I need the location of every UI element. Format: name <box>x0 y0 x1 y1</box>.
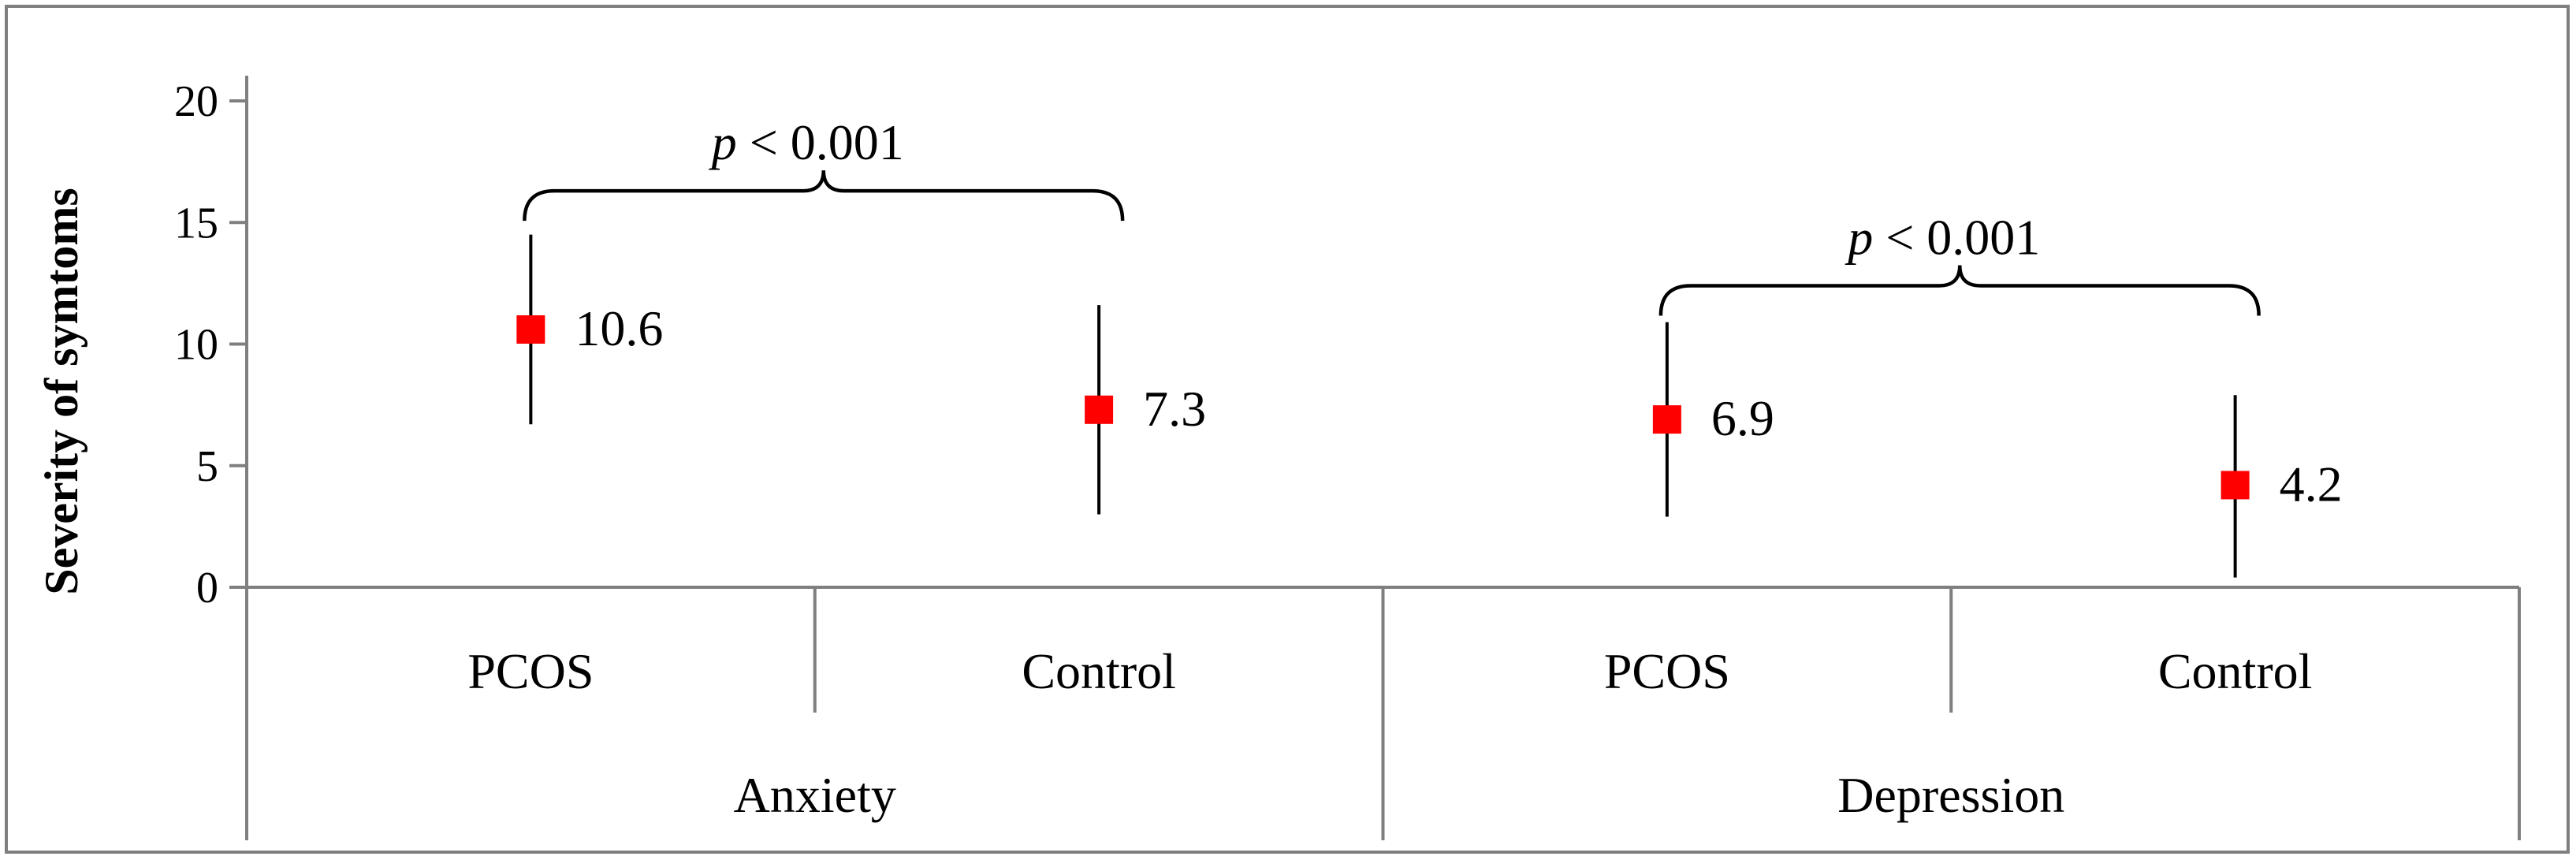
y-axis-title: Severity of symtoms <box>35 188 87 595</box>
y-tick-label: 15 <box>174 199 218 248</box>
y-tick-label: 10 <box>174 321 218 370</box>
error-bars <box>523 170 2261 578</box>
data-label: 4.2 <box>2280 456 2343 512</box>
x-category-label: Control <box>1022 643 1176 699</box>
p-symbol: p <box>709 114 737 170</box>
data-points <box>516 315 2250 500</box>
data-point <box>2220 471 2250 500</box>
data-point <box>1652 405 1681 434</box>
p-threshold: < 0.001 <box>1873 209 2040 265</box>
y-tick-label: 20 <box>174 77 218 126</box>
chart-frame <box>5 5 2570 854</box>
data-label: 6.9 <box>1711 390 1774 446</box>
y-tick-label: 0 <box>196 564 218 612</box>
x-category-label: PCOS <box>467 643 594 699</box>
data-label: 10.6 <box>575 300 663 356</box>
x-group-label: Depression <box>1837 767 2064 823</box>
p-symbol: p <box>1845 209 1873 265</box>
p-value-label: p < 0.001 <box>1845 209 2040 265</box>
data-point <box>516 315 545 344</box>
y-tick-label: 5 <box>196 442 218 491</box>
significance-bracket <box>1658 265 2261 316</box>
x-category-label: Control <box>2158 643 2313 699</box>
data-point <box>1085 395 1114 424</box>
significance-bracket <box>523 170 1125 222</box>
x-category-label: PCOS <box>1604 643 1730 699</box>
axes <box>229 76 2521 840</box>
data-label: 7.3 <box>1143 381 1206 437</box>
p-threshold: < 0.001 <box>737 114 904 170</box>
p-value-label: p < 0.001 <box>709 114 904 170</box>
x-group-label: Anxiety <box>734 767 896 823</box>
